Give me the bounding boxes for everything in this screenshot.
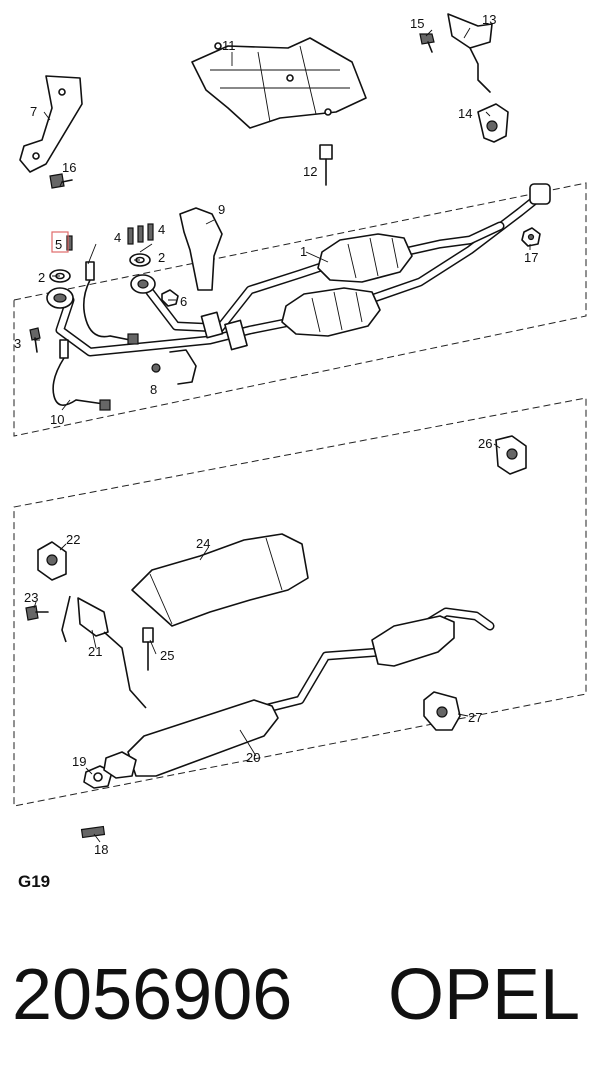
bolt-23 xyxy=(25,605,49,621)
callout-c15: 15 xyxy=(410,16,424,31)
rubber-hanger-22 xyxy=(37,541,67,581)
highlight-box-5 xyxy=(51,231,69,253)
clamp-27 xyxy=(423,691,461,731)
rear-bracket-21 xyxy=(61,595,147,709)
front-heat-shield xyxy=(191,37,367,129)
callout-c27: 27 xyxy=(468,710,482,725)
stud-18 xyxy=(80,825,106,839)
manifold-flanges xyxy=(46,274,156,309)
front-bracket-7 xyxy=(19,75,83,173)
callout-c9: 9 xyxy=(218,202,225,217)
stud-5 xyxy=(66,235,73,251)
exhaust-system-diagram: 1223445678910111213141516171819202122232… xyxy=(13,12,587,857)
drawing-code: G19 xyxy=(18,872,51,891)
heat-shield-9 xyxy=(179,207,223,291)
callout-c16: 16 xyxy=(62,160,76,175)
callout-c26: 26 xyxy=(478,436,492,451)
callout-c22: 22 xyxy=(66,532,80,547)
rear-section-outline xyxy=(13,397,587,807)
front-pipe-assembly xyxy=(55,191,545,357)
footer: 2056906 OPEL xyxy=(12,955,588,1035)
callout-c18: 18 xyxy=(94,842,108,857)
callout-c10: 10 xyxy=(50,412,64,427)
callout-c25: 25 xyxy=(160,648,174,663)
callout-c19: 19 xyxy=(72,754,86,769)
callout-c4a: 4 xyxy=(114,230,121,245)
catalytic-converter-upper xyxy=(317,233,413,283)
front-section-outline xyxy=(13,182,587,437)
callout-c4b: 4 xyxy=(158,222,165,237)
callout-c17: 17 xyxy=(524,250,538,265)
oxygen-sensor-10 xyxy=(52,261,139,411)
end-silencer xyxy=(371,615,455,667)
nut-6 xyxy=(161,289,179,307)
callout-c14: 14 xyxy=(458,106,472,121)
callout-c5: 5 xyxy=(55,237,62,252)
callout-c20: 20 xyxy=(246,750,260,765)
brand-name: OPEL xyxy=(388,955,581,1035)
callout-c1: 1 xyxy=(300,244,307,259)
leader-lines xyxy=(33,27,531,843)
catalytic-converter-lower xyxy=(281,287,381,337)
bolt-15 xyxy=(419,33,435,53)
callout-c6: 6 xyxy=(180,294,187,309)
callout-c7: 7 xyxy=(30,104,37,119)
callout-c2a: 2 xyxy=(38,270,45,285)
flange-rear xyxy=(103,751,137,779)
studs-4 xyxy=(127,223,154,245)
rear-silencer-20 xyxy=(127,699,279,777)
callout-c13: 13 xyxy=(482,12,496,27)
bolt-25 xyxy=(142,627,154,671)
callout-c2b: 2 xyxy=(158,250,165,265)
part-number: 2056906 xyxy=(12,955,293,1035)
callout-c8: 8 xyxy=(150,382,157,397)
nut-17 xyxy=(521,227,541,247)
callout-c21: 21 xyxy=(88,644,102,659)
bracket-8 xyxy=(151,349,197,385)
rubber-hanger-14 xyxy=(477,103,509,143)
callout-c23: 23 xyxy=(24,590,38,605)
callout-c12: 12 xyxy=(303,164,317,179)
callout-c24: 24 xyxy=(196,536,210,551)
rear-heat-shield xyxy=(131,533,309,627)
rubber-hanger-26 xyxy=(495,435,527,475)
callout-c3: 3 xyxy=(14,336,21,351)
pipe-flanges xyxy=(200,183,551,351)
callout-c11: 11 xyxy=(222,38,236,53)
rear-bracket-13 xyxy=(447,13,493,93)
bolt-16 xyxy=(49,173,73,189)
